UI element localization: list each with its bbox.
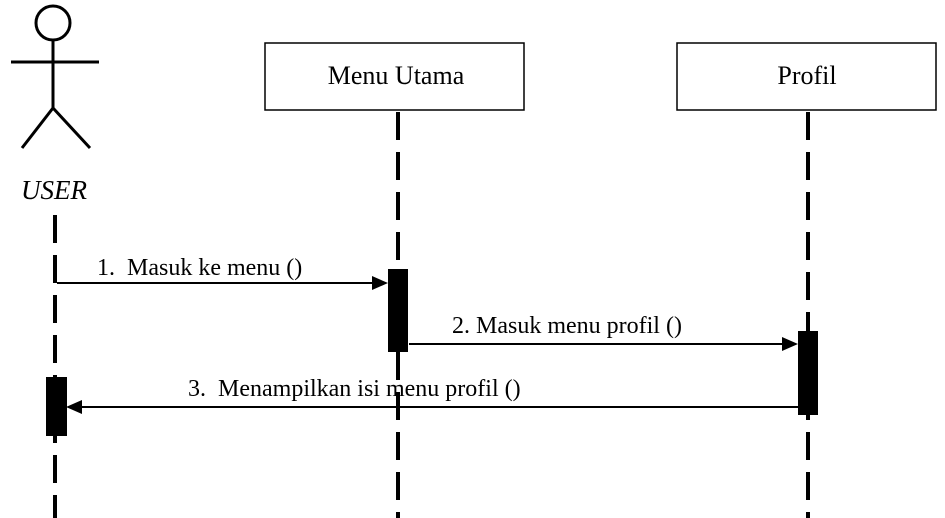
activation-user [46, 377, 67, 436]
message-1-arrowhead [372, 276, 388, 290]
object-profil: Profil [676, 42, 937, 111]
object-label-profil: Profil [777, 61, 836, 90]
object-menu-utama: Menu Utama [264, 42, 525, 111]
actor-head [34, 4, 72, 42]
object-box-menu-utama [264, 42, 525, 111]
actor-label: USER [21, 175, 87, 205]
message-3-arrowhead [66, 400, 82, 414]
message-3: 3. Menampilkan isi menu profil () [66, 376, 798, 414]
message-2: 2. Masuk menu profil () [409, 313, 798, 351]
message-1-label: 1. Masuk ke menu () [97, 255, 302, 281]
object-label-menu-utama: Menu Utama [328, 61, 465, 90]
activation-menu-utama [388, 269, 408, 352]
message-1: 1. Masuk ke menu () [57, 255, 388, 290]
actor-left-leg [20, 107, 55, 149]
object-box-profil [676, 42, 937, 111]
actor-user: USER [11, 4, 99, 205]
message-2-label: 2. Masuk menu profil () [452, 313, 682, 339]
activation-profil [798, 331, 818, 415]
actor-right-leg [51, 106, 92, 150]
message-3-label: 3. Menampilkan isi menu profil () [188, 376, 521, 402]
message-2-arrowhead [782, 337, 798, 351]
